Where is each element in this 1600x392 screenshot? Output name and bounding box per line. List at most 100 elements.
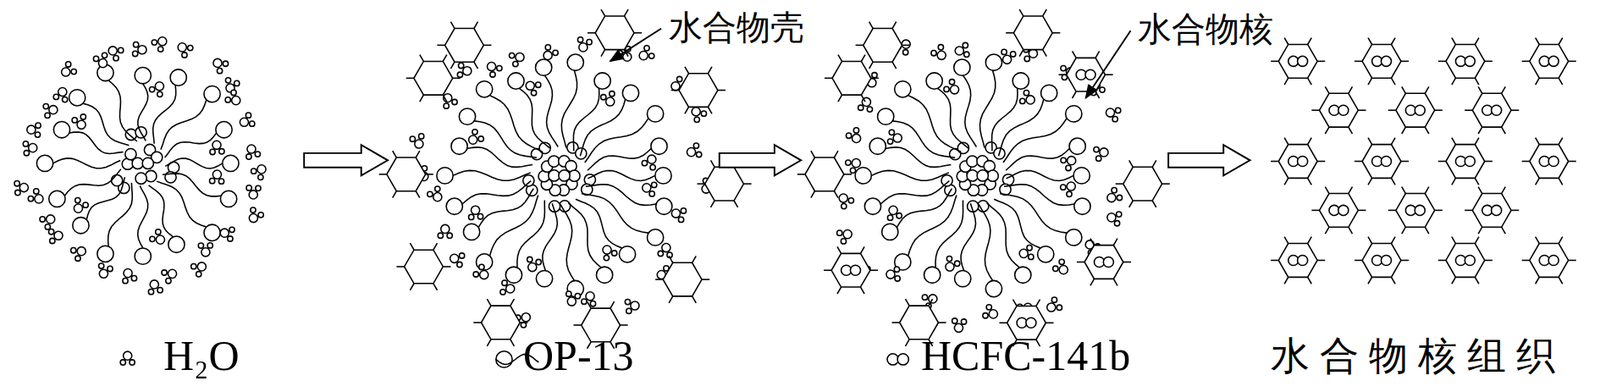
water-molecule xyxy=(82,202,89,208)
water-molecule xyxy=(216,67,222,73)
water-molecule xyxy=(502,280,508,286)
cage-stub xyxy=(483,44,492,47)
surfactant-tail xyxy=(467,147,533,168)
water-molecule xyxy=(866,106,872,112)
surfactant-head xyxy=(507,72,525,89)
surfactant-tail xyxy=(165,132,217,158)
cage-stub xyxy=(1123,261,1132,264)
water-molecule xyxy=(639,51,648,61)
cage-stub xyxy=(1478,226,1483,234)
cage-stub xyxy=(892,321,900,324)
cage-stub xyxy=(937,321,946,324)
cage-stub xyxy=(1501,86,1507,94)
surfactant-tail xyxy=(69,132,124,154)
water-molecule xyxy=(954,46,964,56)
surfactant-head xyxy=(168,236,185,253)
surfactant-head xyxy=(475,253,492,271)
surfactant-tail xyxy=(452,170,531,181)
water-molecule xyxy=(35,122,41,128)
water-molecule xyxy=(1028,49,1038,58)
water-molecule xyxy=(1001,49,1007,55)
cage-stub xyxy=(860,55,866,62)
water-molecule xyxy=(931,50,937,56)
cage-stub xyxy=(871,77,879,80)
hcfc-molecule xyxy=(523,175,535,187)
cage-stub xyxy=(474,61,479,69)
cage-stub xyxy=(655,278,663,281)
water-molecule xyxy=(964,51,970,57)
water-molecule xyxy=(71,117,78,123)
hydrate-cage xyxy=(1084,245,1124,280)
hcfc-molecule xyxy=(1548,55,1559,67)
process-arrow xyxy=(1168,144,1250,176)
water-molecule xyxy=(1096,155,1102,161)
water-molecule xyxy=(234,80,240,86)
hcfc-molecule xyxy=(1464,155,1475,166)
water-molecule xyxy=(414,139,424,149)
cage-stub xyxy=(1558,137,1563,145)
water-molecule xyxy=(1111,187,1117,193)
water-molecule xyxy=(471,205,480,215)
water-molecule xyxy=(1116,194,1122,200)
cage-stub xyxy=(1129,160,1134,167)
hcfc-molecule xyxy=(1464,254,1475,265)
water-molecule xyxy=(525,81,535,90)
cage-stub xyxy=(833,150,839,158)
cage-stub xyxy=(1317,160,1325,163)
hcfc-molecule xyxy=(1026,317,1037,328)
cage-stub xyxy=(1348,126,1353,134)
water-molecule xyxy=(545,44,551,50)
water-molecule xyxy=(694,116,700,122)
hydrate-cage xyxy=(1278,243,1318,278)
cage-stub xyxy=(1535,276,1540,284)
hcfc-molecule xyxy=(1297,254,1308,265)
cage-stub xyxy=(450,61,455,69)
surfactant-head xyxy=(567,54,584,71)
water-molecule xyxy=(209,178,216,184)
water-molecule xyxy=(107,265,113,271)
water-molecule xyxy=(218,178,224,184)
water-molecule xyxy=(1114,220,1120,227)
cage-stub xyxy=(573,324,581,326)
water-molecule xyxy=(982,313,988,319)
cage-stub xyxy=(1474,276,1479,284)
cage-stub xyxy=(1095,91,1100,99)
cage-stub xyxy=(1474,177,1479,185)
hydrate-cage xyxy=(831,253,871,287)
water-molecule xyxy=(1060,157,1066,163)
cage-stub xyxy=(684,106,690,114)
water-molecule xyxy=(581,298,587,304)
cage-stub xyxy=(1388,109,1396,111)
water-molecule xyxy=(258,174,264,180)
water-molecule xyxy=(154,82,164,91)
hydrate-cage xyxy=(413,60,453,95)
cage-stub xyxy=(1535,237,1540,244)
cage-stub xyxy=(1019,9,1024,17)
hydrate-cage xyxy=(480,305,520,340)
water-molecule xyxy=(871,72,878,78)
cage-stub xyxy=(1568,259,1577,262)
water-molecule xyxy=(44,224,50,230)
surfactant-head xyxy=(496,351,513,368)
water-molecule xyxy=(155,229,161,235)
surfactant-tail xyxy=(162,173,221,197)
water-molecule xyxy=(612,250,618,256)
water-molecule xyxy=(53,93,59,100)
hydrate-cage xyxy=(1472,93,1512,127)
surfactant-tail xyxy=(82,103,129,146)
water-molecule xyxy=(1028,253,1034,260)
cage-stub xyxy=(1401,60,1409,63)
water-molecule xyxy=(1010,51,1016,57)
water-molecule xyxy=(182,52,188,58)
surfactant-tail xyxy=(148,185,174,238)
water-molecule xyxy=(543,50,552,60)
surfactant-head xyxy=(882,223,899,240)
hcfc-molecule xyxy=(1491,104,1502,116)
water-molecule xyxy=(161,270,167,276)
water-molecule xyxy=(132,42,138,48)
water-molecule xyxy=(1112,116,1118,122)
water-molecule xyxy=(98,59,107,68)
water-molecule xyxy=(443,103,449,109)
cage-stub xyxy=(1558,77,1563,85)
leader-line xyxy=(610,28,662,62)
